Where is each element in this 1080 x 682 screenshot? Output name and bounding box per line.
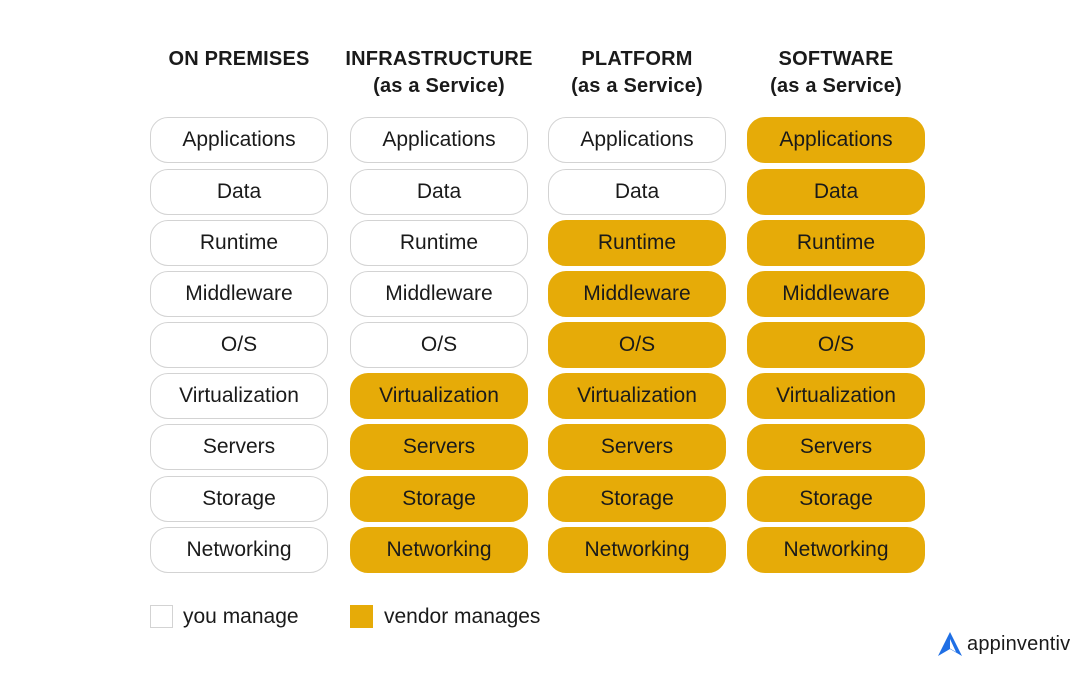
layer-virtualization: Virtualization — [150, 373, 328, 419]
layer-middleware: Middleware — [747, 271, 925, 317]
column-title: PLATFORM — [581, 48, 693, 70]
layer-virtualization: Virtualization — [747, 373, 925, 419]
column-header: SOFTWARE (as a Service) — [717, 46, 955, 100]
layer-applications: Applications — [150, 117, 328, 163]
layer-os: O/S — [150, 322, 328, 368]
column-title: INFRASTRUCTURE — [345, 48, 533, 70]
layer-data: Data — [548, 169, 726, 215]
layer-servers: Servers — [747, 424, 925, 470]
layer-middleware: Middleware — [150, 271, 328, 317]
column-header: ON PREMISES — [120, 46, 358, 73]
layer-runtime: Runtime — [548, 220, 726, 266]
brand-logo: appinventiv — [936, 630, 1070, 658]
layer-servers: Servers — [548, 424, 726, 470]
layer-runtime: Runtime — [747, 220, 925, 266]
layer-storage: Storage — [350, 476, 528, 522]
column-subtitle: (as a Service) — [770, 75, 902, 97]
layer-os: O/S — [548, 322, 726, 368]
column-header: INFRASTRUCTURE (as a Service) — [320, 46, 558, 100]
layer-runtime: Runtime — [350, 220, 528, 266]
layer-middleware: Middleware — [350, 271, 528, 317]
layer-applications: Applications — [350, 117, 528, 163]
layer-servers: Servers — [350, 424, 528, 470]
column-title: SOFTWARE — [778, 48, 894, 70]
layer-applications: Applications — [747, 117, 925, 163]
column-header: PLATFORM (as a Service) — [518, 46, 756, 100]
layer-storage: Storage — [747, 476, 925, 522]
legend-vendor-label: vendor manages — [384, 605, 541, 628]
layer-data: Data — [747, 169, 925, 215]
layer-networking: Networking — [350, 527, 528, 573]
layer-middleware: Middleware — [548, 271, 726, 317]
layer-data: Data — [150, 169, 328, 215]
appinventiv-logo-icon — [938, 632, 962, 656]
layer-applications: Applications — [548, 117, 726, 163]
layer-virtualization: Virtualization — [548, 373, 726, 419]
layer-runtime: Runtime — [150, 220, 328, 266]
legend-vendor-swatch — [350, 605, 373, 628]
layer-os: O/S — [350, 322, 528, 368]
layer-networking: Networking — [747, 527, 925, 573]
legend-you-swatch — [150, 605, 173, 628]
column-title: ON PREMISES — [168, 48, 310, 70]
legend-you-label: you manage — [183, 605, 299, 628]
layer-networking: Networking — [150, 527, 328, 573]
layer-servers: Servers — [150, 424, 328, 470]
layer-storage: Storage — [150, 476, 328, 522]
layer-storage: Storage — [548, 476, 726, 522]
layer-virtualization: Virtualization — [350, 373, 528, 419]
layer-networking: Networking — [548, 527, 726, 573]
layer-data: Data — [350, 169, 528, 215]
column-subtitle: (as a Service) — [373, 75, 505, 97]
column-subtitle: (as a Service) — [571, 75, 703, 97]
layer-os: O/S — [747, 322, 925, 368]
brand-name: appinventiv — [967, 632, 1071, 655]
